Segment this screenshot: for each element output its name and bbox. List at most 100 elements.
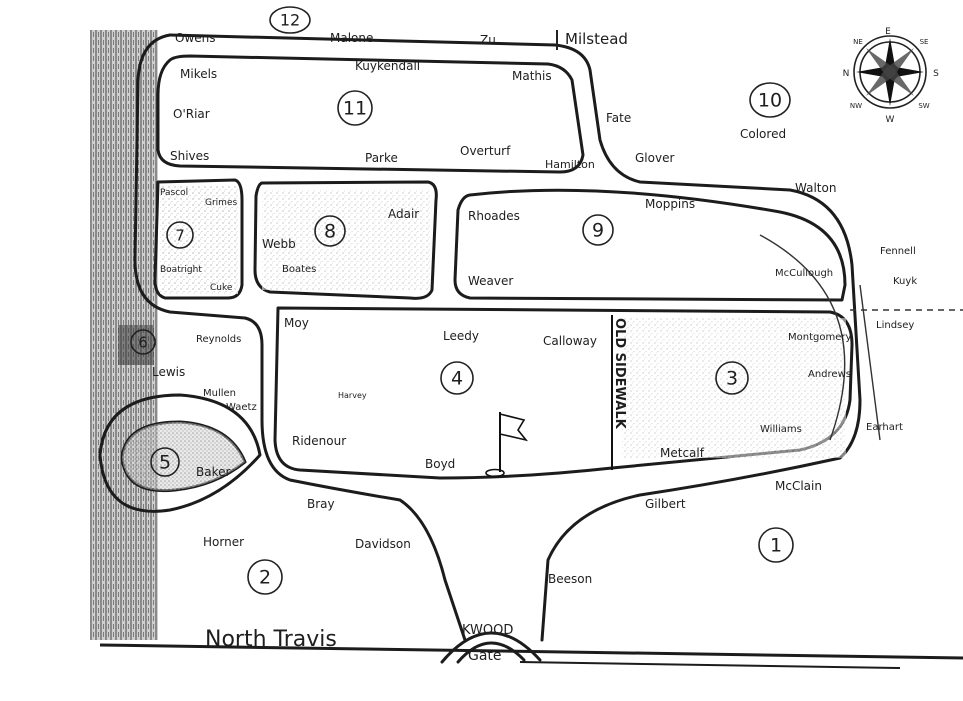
- section-6-label: 6: [138, 334, 148, 352]
- gate-label: Gate: [468, 648, 502, 664]
- name-zu: Zu: [480, 33, 496, 47]
- top-loop-outer-road: [168, 33, 862, 642]
- section-1-circle: [758, 527, 794, 563]
- name-adair: Adair: [388, 207, 419, 221]
- name-rhoades: Rhoades: [468, 209, 520, 223]
- section-7-circle: [166, 221, 194, 249]
- name-boyd: Boyd: [425, 457, 455, 471]
- name-moppins: Moppins: [645, 197, 695, 211]
- name-milstead: Milstead: [565, 30, 628, 48]
- name-kuyk: Kuyk: [893, 276, 917, 287]
- name-leedy: Leedy: [443, 329, 479, 343]
- name-oriar: O'Riar: [173, 107, 210, 121]
- name-mccullough: McCullough: [775, 268, 833, 279]
- name-mikels: Mikels: [180, 67, 217, 81]
- name-fennell: Fennell: [880, 246, 916, 257]
- name-davidson: Davidson: [355, 537, 411, 551]
- name-mullen: Mullen: [203, 388, 236, 399]
- section-5-label: 5: [159, 452, 171, 474]
- section-markers: 1 2 3 4 5 6 7 8 9 10 Colored 11 12: [130, 6, 794, 595]
- section-2-circle: [247, 559, 283, 595]
- section-12-circle: [269, 6, 311, 34]
- name-lewis: Lewis: [152, 365, 185, 379]
- name-malone: Malone: [330, 31, 373, 45]
- section-12-label: 12: [280, 11, 300, 30]
- gate-outer-arc: [440, 631, 542, 664]
- section-9-label: 9: [592, 220, 604, 242]
- section-3-circle: [715, 361, 749, 395]
- name-webb: Webb: [262, 237, 296, 251]
- section4-3-block: [273, 306, 854, 480]
- section-3-label: 3: [726, 368, 738, 390]
- old-sidewalk-label: OLD SIDEWALK: [612, 318, 627, 430]
- name-lindsey: Lindsey: [876, 320, 914, 331]
- name-mathis: Mathis: [512, 69, 552, 83]
- name-boatright: Boatright: [160, 265, 202, 275]
- section-11-circle: [337, 90, 373, 126]
- family-names: Owens Malone Zu Milstead Mikels Kuykenda…: [152, 30, 917, 586]
- name-metcalf: Metcalf: [660, 446, 705, 460]
- flagpole-icon: [485, 412, 529, 478]
- section-9-circle: [582, 214, 614, 246]
- compass-se: SE: [920, 38, 929, 46]
- compass-w: W: [886, 115, 895, 125]
- name-montgomery: Montgomery: [788, 332, 851, 343]
- compass-ne: NE: [853, 38, 863, 46]
- pencil-arc-line: [759, 234, 846, 441]
- compass-s: S: [933, 69, 939, 79]
- name-mcclain: McClain: [775, 479, 822, 493]
- section-5-circle: [150, 447, 180, 477]
- name-williams: Williams: [760, 424, 802, 435]
- north-travis-label: North Travis: [205, 627, 337, 652]
- name-grimes: Grimes: [205, 198, 237, 208]
- name-parke: Parke: [365, 151, 398, 165]
- east-thin-line: [859, 284, 881, 441]
- section-4-circle: [440, 361, 474, 395]
- section-11-label: 11: [343, 98, 367, 120]
- name-pascol: Pascol: [160, 188, 188, 198]
- section-1-label: 1: [770, 535, 782, 557]
- name-earhart: Earhart: [866, 422, 903, 433]
- name-reynolds: Reynolds: [196, 334, 241, 345]
- name-beeson: Beeson: [548, 572, 592, 586]
- west-outer-road: [133, 33, 467, 642]
- compass-sw: SW: [918, 102, 929, 110]
- name-bray: Bray: [307, 497, 335, 511]
- section-8-label: 8: [324, 221, 336, 243]
- lower-road: [519, 661, 901, 669]
- section7-block: [153, 178, 244, 300]
- name-harvey: Harvey: [338, 391, 367, 400]
- name-andrews: Andrews: [808, 369, 851, 380]
- name-ridenour: Ridenour: [292, 434, 346, 448]
- section-2-label: 2: [259, 567, 271, 589]
- top-loop-inner-road: [156, 54, 585, 174]
- name-walton: Walton: [795, 181, 836, 195]
- section-6-circle: [130, 329, 156, 355]
- name-kuykendall: Kuykendall: [355, 59, 420, 73]
- name-shives: Shives: [170, 149, 209, 163]
- section-8-circle: [314, 215, 346, 247]
- section-10-note: Colored: [740, 127, 786, 141]
- name-waetz: Waetz: [226, 402, 257, 413]
- name-cuke: Cuke: [210, 283, 233, 293]
- name-horner: Horner: [203, 535, 244, 549]
- name-fate: Fate: [606, 111, 631, 125]
- section8-block: [253, 180, 438, 300]
- gate-arc-label: KWOOD: [462, 623, 513, 638]
- section-10-label: 10: [758, 90, 782, 112]
- section-7-label: 7: [175, 227, 185, 245]
- compass-e: E: [885, 27, 891, 37]
- section9-block: [453, 188, 847, 302]
- name-owens: Owens: [175, 31, 216, 45]
- compass-n: N: [843, 69, 850, 79]
- name-calloway: Calloway: [543, 334, 597, 348]
- name-boates: Boates: [282, 264, 316, 275]
- name-baker: Baker: [196, 465, 230, 479]
- name-weaver: Weaver: [468, 274, 513, 288]
- section-4-label: 4: [451, 368, 463, 390]
- section5-outer-loop: [98, 393, 262, 513]
- section-10-circle: [749, 82, 791, 118]
- gate-inner-arc: [456, 641, 526, 664]
- compass-nw: NW: [850, 102, 862, 110]
